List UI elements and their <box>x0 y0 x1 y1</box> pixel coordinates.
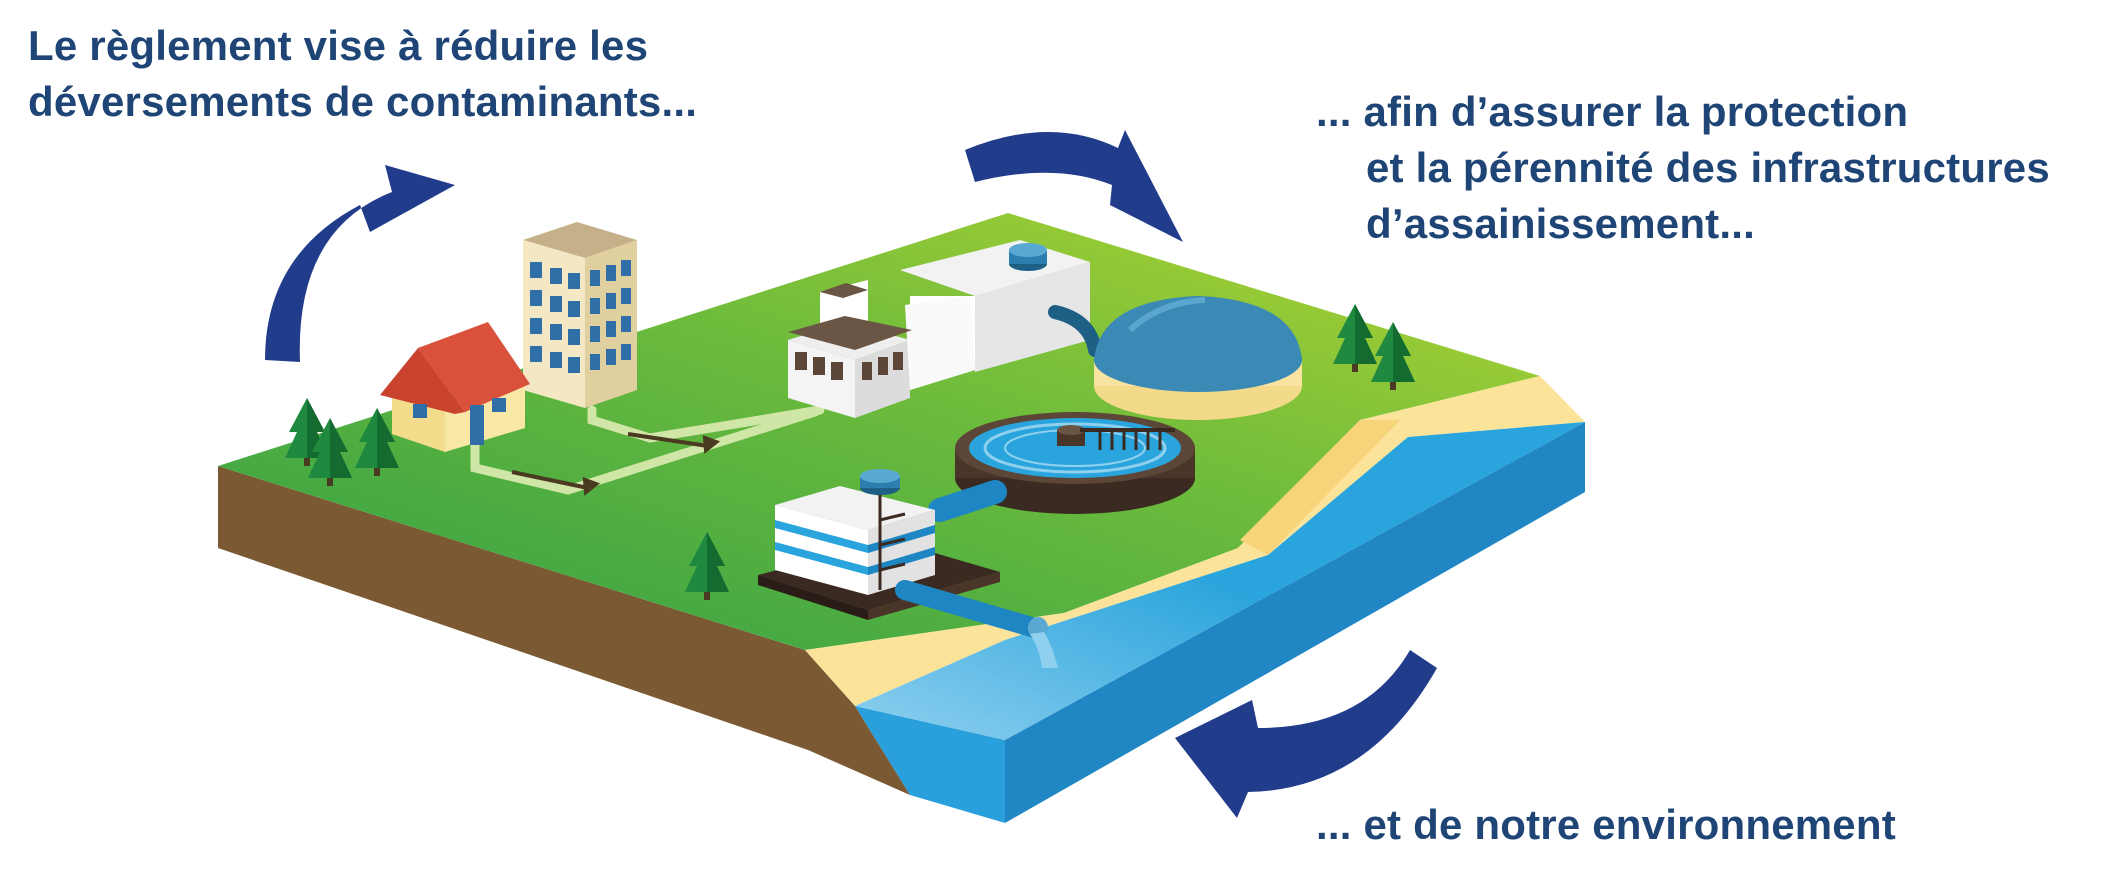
pumping-station-icon <box>758 469 1000 620</box>
caption-top-right-line2: et la pérennité des infrastructures <box>1366 144 2050 191</box>
caption-top-right: ... afin d’assurer la protection et la p… <box>1316 84 2050 252</box>
transfer-pipe <box>928 480 1007 522</box>
caption-bottom-right: ... et de notre environnement <box>1316 797 1896 853</box>
sewer-lines <box>470 405 825 495</box>
house-icon <box>380 322 530 452</box>
flow-arrows <box>511 432 721 496</box>
outfall-pipe-icon <box>895 580 1058 668</box>
apartment-building-icon <box>523 222 637 408</box>
soil-side <box>218 466 910 795</box>
caption-top-left-line1: Le règlement vise à réduire les <box>28 22 649 69</box>
caption-bottom-right-line1: ... et de notre environnement <box>1316 801 1896 848</box>
water-top <box>855 422 1585 740</box>
treatment-plant-icon <box>788 240 1102 418</box>
caption-top-right-line3: d’assainissement... <box>1366 200 1755 247</box>
curved-arrow-icon <box>1175 650 1437 818</box>
water-side <box>855 706 1005 823</box>
curved-arrow-icon <box>265 165 455 362</box>
clarifier-tank-icon <box>955 412 1195 514</box>
digester-dome-icon <box>1094 296 1302 420</box>
water-side-right <box>1005 422 1585 823</box>
tree-icon <box>1333 304 1377 372</box>
cycle-arrows <box>265 130 1437 818</box>
curved-arrow-icon <box>965 130 1183 242</box>
caption-top-left-line2: déversements de contaminants... <box>28 78 698 125</box>
caption-top-left: Le règlement vise à réduire les déversem… <box>28 18 697 130</box>
caption-top-right-line1: ... afin d’assurer la protection <box>1316 88 1909 135</box>
beach-sand-shade <box>1240 420 1400 555</box>
